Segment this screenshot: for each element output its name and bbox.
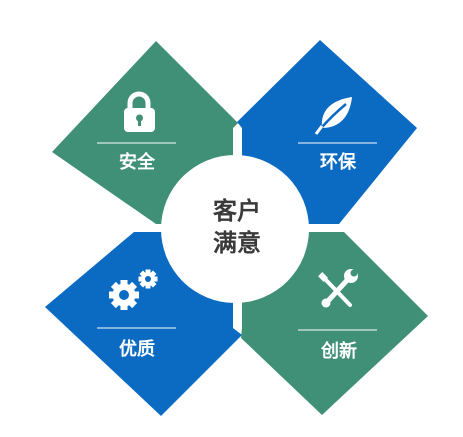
lock-icon [124, 91, 155, 132]
center-circle [161, 155, 309, 303]
gears-icon [109, 269, 158, 310]
label-quality: 优质 [119, 339, 155, 360]
tools-icon [318, 269, 358, 308]
leaf-icon [314, 97, 352, 135]
label-innovation: 创新 [321, 341, 357, 362]
center-title-line2: 满意 [213, 229, 261, 257]
label-safety: 安全 [119, 152, 155, 173]
label-environment: 环保 [320, 152, 356, 173]
center-title-line1: 客户 [213, 197, 261, 225]
